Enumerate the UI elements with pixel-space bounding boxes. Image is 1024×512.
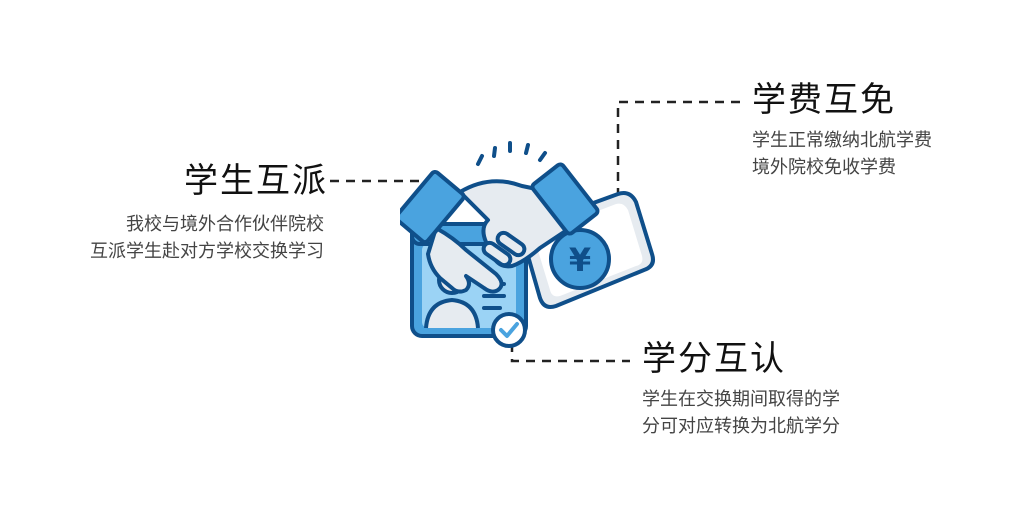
desc-credits-line-2: 分可对应转换为北航学分 [642,416,840,437]
title-credits: 学分互认 [642,339,786,379]
exchange-illustration: ¥ [400,141,655,348]
title-exchange: 学生互派 [184,161,328,201]
desc-tuition-line-2: 境外院校免收学费 [752,157,896,178]
desc-credits: 学生在交换期间取得的学 分可对应转换为北航学分 [642,386,840,440]
desc-exchange-line-1: 我校与境外合作伙伴院校 [126,214,324,235]
coin-symbol: ¥ [569,241,591,279]
handshake-icon [400,162,600,294]
desc-tuition-line-1: 学生正常缴纳北航学费 [752,130,932,151]
connector-tuition [616,100,740,208]
desc-credits-line-1: 学生在交换期间取得的学 [642,389,840,410]
connector-credits [510,343,630,363]
coin-icon: ¥ [549,228,611,290]
desc-exchange-line-2: 互派学生赴对方学校交换学习 [90,241,324,262]
desc-tuition: 学生正常缴纳北航学费 境外院校免收学费 [752,127,932,181]
desc-exchange: 我校与境外合作伙伴院校 互派学生赴对方学校交换学习 [90,211,324,265]
title-tuition: 学费互免 [752,80,896,120]
spark-rays-icon [476,141,547,166]
check-badge-icon [491,312,527,348]
